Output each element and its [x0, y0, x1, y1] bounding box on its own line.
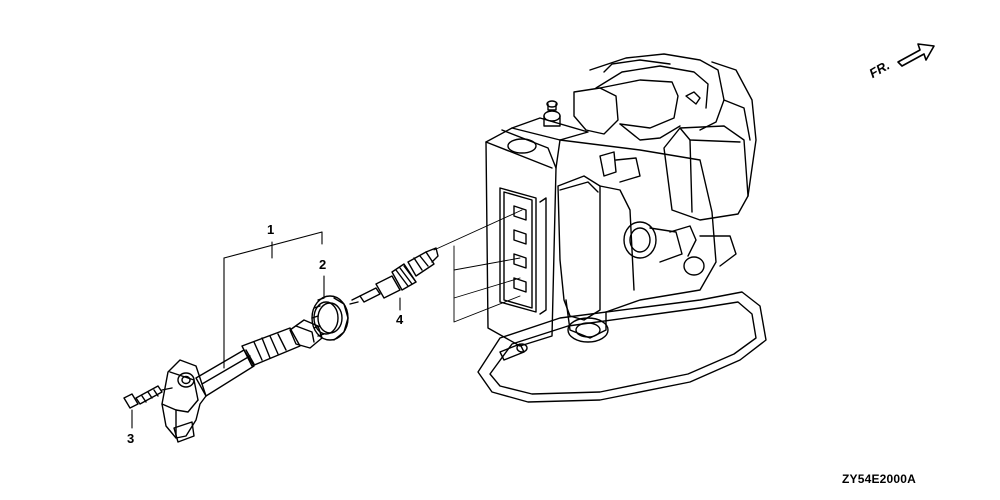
engine-block — [477, 53, 767, 403]
front-direction-arrow — [897, 43, 935, 67]
diagram-code: ZY54E2000A — [842, 472, 917, 486]
callout-part-3: 3 — [127, 431, 135, 446]
plug-hole-seal — [311, 295, 349, 341]
callout-part-1: 1 — [267, 222, 275, 237]
callout-part-2: 2 — [319, 257, 327, 272]
assembly-guide-lines — [433, 209, 523, 323]
callout-part-4: 4 — [396, 312, 404, 327]
mounting-bolt — [123, 385, 173, 409]
callout-leaders — [131, 231, 401, 429]
spark-plug — [349, 247, 439, 305]
ignition-coil — [161, 319, 323, 443]
